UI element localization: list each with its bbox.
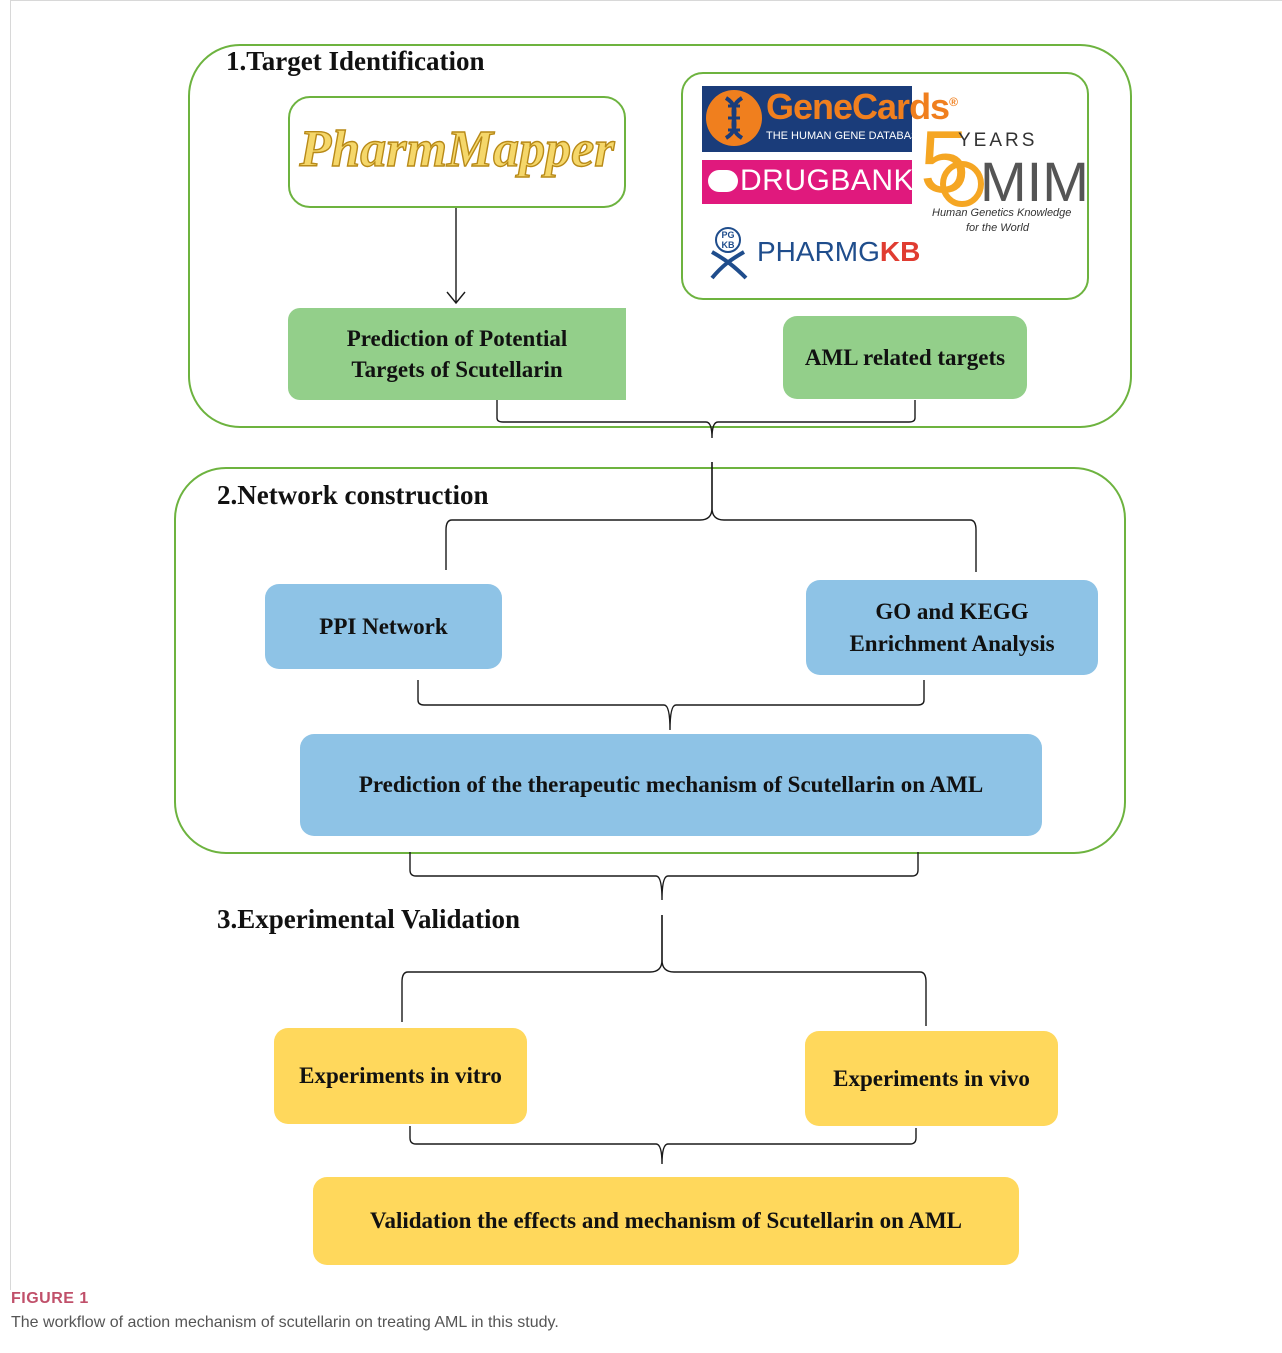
aml-targets-label: AML related targets [804,344,1006,370]
brace-section1 [496,400,916,439]
pharmgkb-helix-icon: PG KB [708,226,748,280]
in-vitro-box: Experiments in vitro [274,1028,527,1124]
go-kegg-label: GO and KEGG Enrichment Analysis [849,599,1055,656]
ppi-network-box: PPI Network [265,584,502,669]
omim-wordmark: MIM [980,150,1089,213]
brace-section3 [409,1126,917,1165]
section-title-experimental-validation: 3.Experimental Validation [217,904,521,934]
in-vivo-box: Experiments in vivo [805,1031,1058,1126]
aml-targets-box: AML related targets [783,316,1027,399]
figure-caption-text: The workflow of action mechanism of scut… [11,1314,559,1331]
genecards-tagline: THE HUMAN GENE DATABASE [766,130,926,142]
pharmgkb-pg-text: PG [721,230,734,240]
brace-split3-left [401,915,663,1022]
brace-section2-bottom [409,852,919,901]
omim-tagline-2: for the World [966,222,1029,234]
figure-caption-label: FIGURE 1 [11,1290,89,1307]
pharmgkb-kb-text: KB [722,240,735,250]
brace-split3-right [661,915,927,1026]
genecards-wordmark: GeneCards® [766,86,958,127]
omim-years-text: YEARS [958,130,1038,151]
in-vitro-label: Experiments in vitro [299,1063,502,1089]
pharmmapper-logo-box: PharmMapper [288,96,626,208]
therapeutic-mechanism-box: Prediction of the therapeutic mechanism … [300,734,1042,836]
omim-zero-ring [940,161,984,207]
dna-helix-icon [706,90,762,146]
section-target-identification [188,44,1132,428]
ppi-network-label: PPI Network [319,613,448,639]
brace-section2 [417,680,925,731]
arrow-head [446,291,466,305]
section-title-target-identification: 1.Target Identification [226,46,485,76]
prediction-targets-box: Prediction of Potential Targets of Scute… [288,308,626,400]
figure-frame-left [10,0,11,1290]
section-network-construction [174,467,1126,854]
drugbank-wordmark: DRUGBANK [740,164,915,197]
pharmmapper-logo: PharmMapper [299,120,615,178]
section-title-network-construction: 2.Network construction [217,480,489,510]
brace-split-right [711,462,977,572]
go-kegg-box: GO and KEGG Enrichment Analysis [806,580,1098,675]
omim-tagline-1: Human Genetics Knowledge [932,207,1072,219]
validation-label: Validation the effects and mechanism of … [369,1208,963,1234]
brace-split-left [445,462,713,570]
therapeutic-mechanism-label: Prediction of the therapeutic mechanism … [358,772,984,798]
pharmgkb-wordmark: PHARMGKB [757,236,921,267]
figure-frame-top [10,0,1282,1]
pill-icon [708,170,738,192]
prediction-targets-label: Prediction of Potential Targets of Scute… [346,325,568,382]
validation-box: Validation the effects and mechanism of … [313,1177,1019,1265]
in-vivo-label: Experiments in vivo [833,1065,1030,1091]
